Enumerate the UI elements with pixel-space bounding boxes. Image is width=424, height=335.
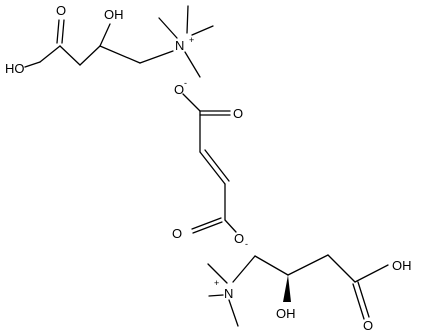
bond	[99, 45, 141, 64]
double-bond-line	[192, 221, 223, 234]
molecule-cation-1: HO O OH N +	[5, 3, 214, 78]
bond	[224, 219, 237, 233]
bond	[182, 93, 201, 112]
charge-minus: -	[245, 239, 248, 249]
bond	[99, 23, 111, 47]
atom-label-n: N	[175, 38, 184, 53]
atom-label-o: O	[233, 106, 243, 121]
molecule-cation-2: N + OH OH O	[207, 254, 412, 333]
bond	[191, 25, 214, 36]
double-bond-line	[61, 19, 65, 44]
charge-minus: -	[184, 78, 187, 88]
atom-label-o: O	[174, 82, 184, 97]
bond	[39, 45, 61, 63]
bond	[287, 254, 329, 276]
atom-label-o: O	[172, 226, 182, 241]
atom-label-o: O	[56, 3, 66, 18]
atom-label-oh: OH	[104, 7, 124, 22]
double-bond-line	[352, 283, 365, 320]
charge-plus: +	[214, 278, 219, 288]
bond	[228, 299, 239, 327]
bond	[208, 294, 224, 297]
bond	[139, 50, 174, 64]
charge-plus: +	[189, 35, 194, 45]
bond	[354, 264, 389, 283]
atom-label-ho: HO	[5, 61, 25, 76]
bond	[158, 17, 178, 39]
double-bond-line	[56, 19, 60, 44]
bond	[327, 254, 356, 283]
bond	[79, 45, 101, 66]
molecule-dianion: O - O O O -	[172, 78, 248, 249]
bond	[232, 255, 256, 283]
bond	[207, 263, 228, 284]
bond	[186, 5, 189, 34]
atom-label-n: N	[224, 286, 233, 301]
double-bond-line	[357, 281, 370, 318]
atom-label-oh: OH	[392, 258, 412, 273]
bond	[184, 51, 201, 78]
atom-label-o: O	[363, 318, 373, 333]
atom-label-o: O	[234, 231, 244, 246]
atom-label-oh: OH	[276, 306, 296, 321]
bond	[24, 61, 41, 68]
wedge-bond	[283, 275, 291, 302]
bond	[59, 45, 81, 66]
double-bond-line	[204, 149, 230, 182]
bond	[254, 255, 289, 276]
double-bond-line	[199, 151, 226, 185]
double-bond-line	[191, 217, 222, 230]
